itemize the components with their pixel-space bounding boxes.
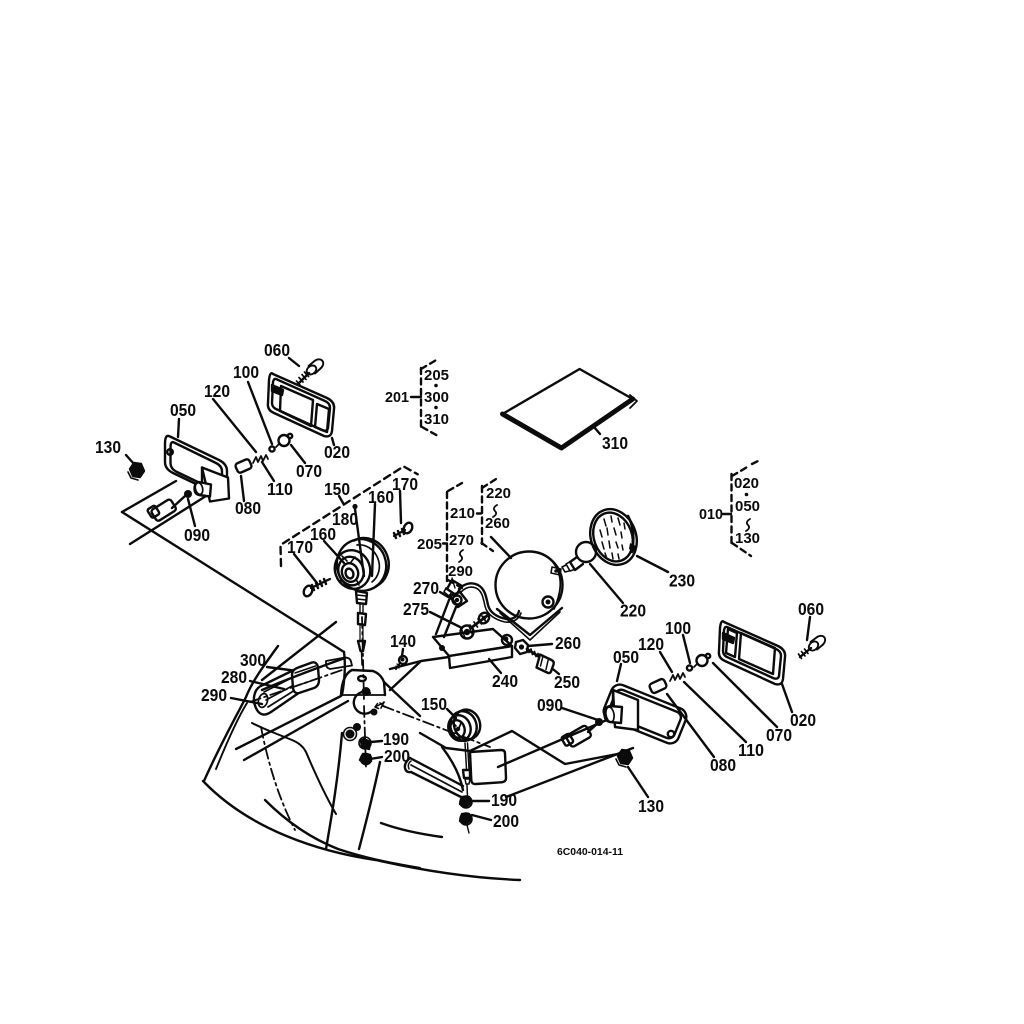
svg-text:280: 280 xyxy=(221,667,247,687)
svg-text:290: 290 xyxy=(201,685,227,705)
svg-text:200: 200 xyxy=(493,811,519,831)
svg-text:060: 060 xyxy=(264,340,290,360)
svg-text:110: 110 xyxy=(267,479,293,499)
svg-text:080: 080 xyxy=(235,498,261,518)
svg-text:180: 180 xyxy=(332,509,358,529)
svg-text:050: 050 xyxy=(170,400,196,420)
svg-text:300: 300 xyxy=(424,389,449,406)
svg-text:250: 250 xyxy=(554,672,580,692)
svg-text:130: 130 xyxy=(735,530,760,547)
svg-text:190: 190 xyxy=(491,790,517,810)
svg-text:160: 160 xyxy=(368,487,394,507)
svg-text:310: 310 xyxy=(424,411,449,428)
svg-text:070: 070 xyxy=(766,725,792,745)
svg-text:260: 260 xyxy=(485,515,510,532)
svg-text:210: 210 xyxy=(450,505,475,522)
svg-text:080: 080 xyxy=(710,755,736,775)
svg-text:220: 220 xyxy=(620,601,646,621)
svg-text:275: 275 xyxy=(403,599,429,619)
svg-text:201: 201 xyxy=(385,389,409,406)
svg-text:300: 300 xyxy=(240,650,266,670)
svg-text:070: 070 xyxy=(296,461,322,481)
svg-text:150: 150 xyxy=(324,479,350,499)
svg-text:010: 010 xyxy=(699,506,723,523)
svg-text:050: 050 xyxy=(735,498,760,515)
svg-text:310: 310 xyxy=(602,433,628,453)
svg-text:205: 205 xyxy=(417,536,442,553)
svg-text:130: 130 xyxy=(638,796,664,816)
svg-text:290: 290 xyxy=(448,563,473,580)
svg-text:140: 140 xyxy=(390,631,416,651)
svg-text:170: 170 xyxy=(287,537,313,557)
svg-text:170: 170 xyxy=(392,474,418,494)
svg-text:100: 100 xyxy=(665,618,691,638)
svg-text:260: 260 xyxy=(555,633,581,653)
svg-text:090: 090 xyxy=(537,695,563,715)
svg-text:100: 100 xyxy=(233,362,259,382)
svg-text:060: 060 xyxy=(798,599,824,619)
svg-text:240: 240 xyxy=(492,671,518,691)
svg-text:150: 150 xyxy=(421,694,447,714)
svg-text:230: 230 xyxy=(669,571,695,591)
svg-text:020: 020 xyxy=(734,475,759,492)
svg-text:6C040-014-11: 6C040-014-11 xyxy=(557,846,623,858)
svg-text:120: 120 xyxy=(204,381,230,401)
svg-text:020: 020 xyxy=(324,442,350,462)
svg-text:050: 050 xyxy=(613,647,639,667)
svg-text:270: 270 xyxy=(413,578,439,598)
svg-text:205: 205 xyxy=(424,367,449,384)
svg-text:090: 090 xyxy=(184,525,210,545)
svg-text:120: 120 xyxy=(638,634,664,654)
svg-text:110: 110 xyxy=(738,740,764,760)
svg-text:190: 190 xyxy=(383,729,409,749)
svg-text:160: 160 xyxy=(310,524,336,544)
svg-text:020: 020 xyxy=(790,710,816,730)
svg-text:220: 220 xyxy=(486,485,511,502)
svg-text:200: 200 xyxy=(384,746,410,766)
svg-text:130: 130 xyxy=(95,437,121,457)
svg-text:270: 270 xyxy=(449,532,474,549)
